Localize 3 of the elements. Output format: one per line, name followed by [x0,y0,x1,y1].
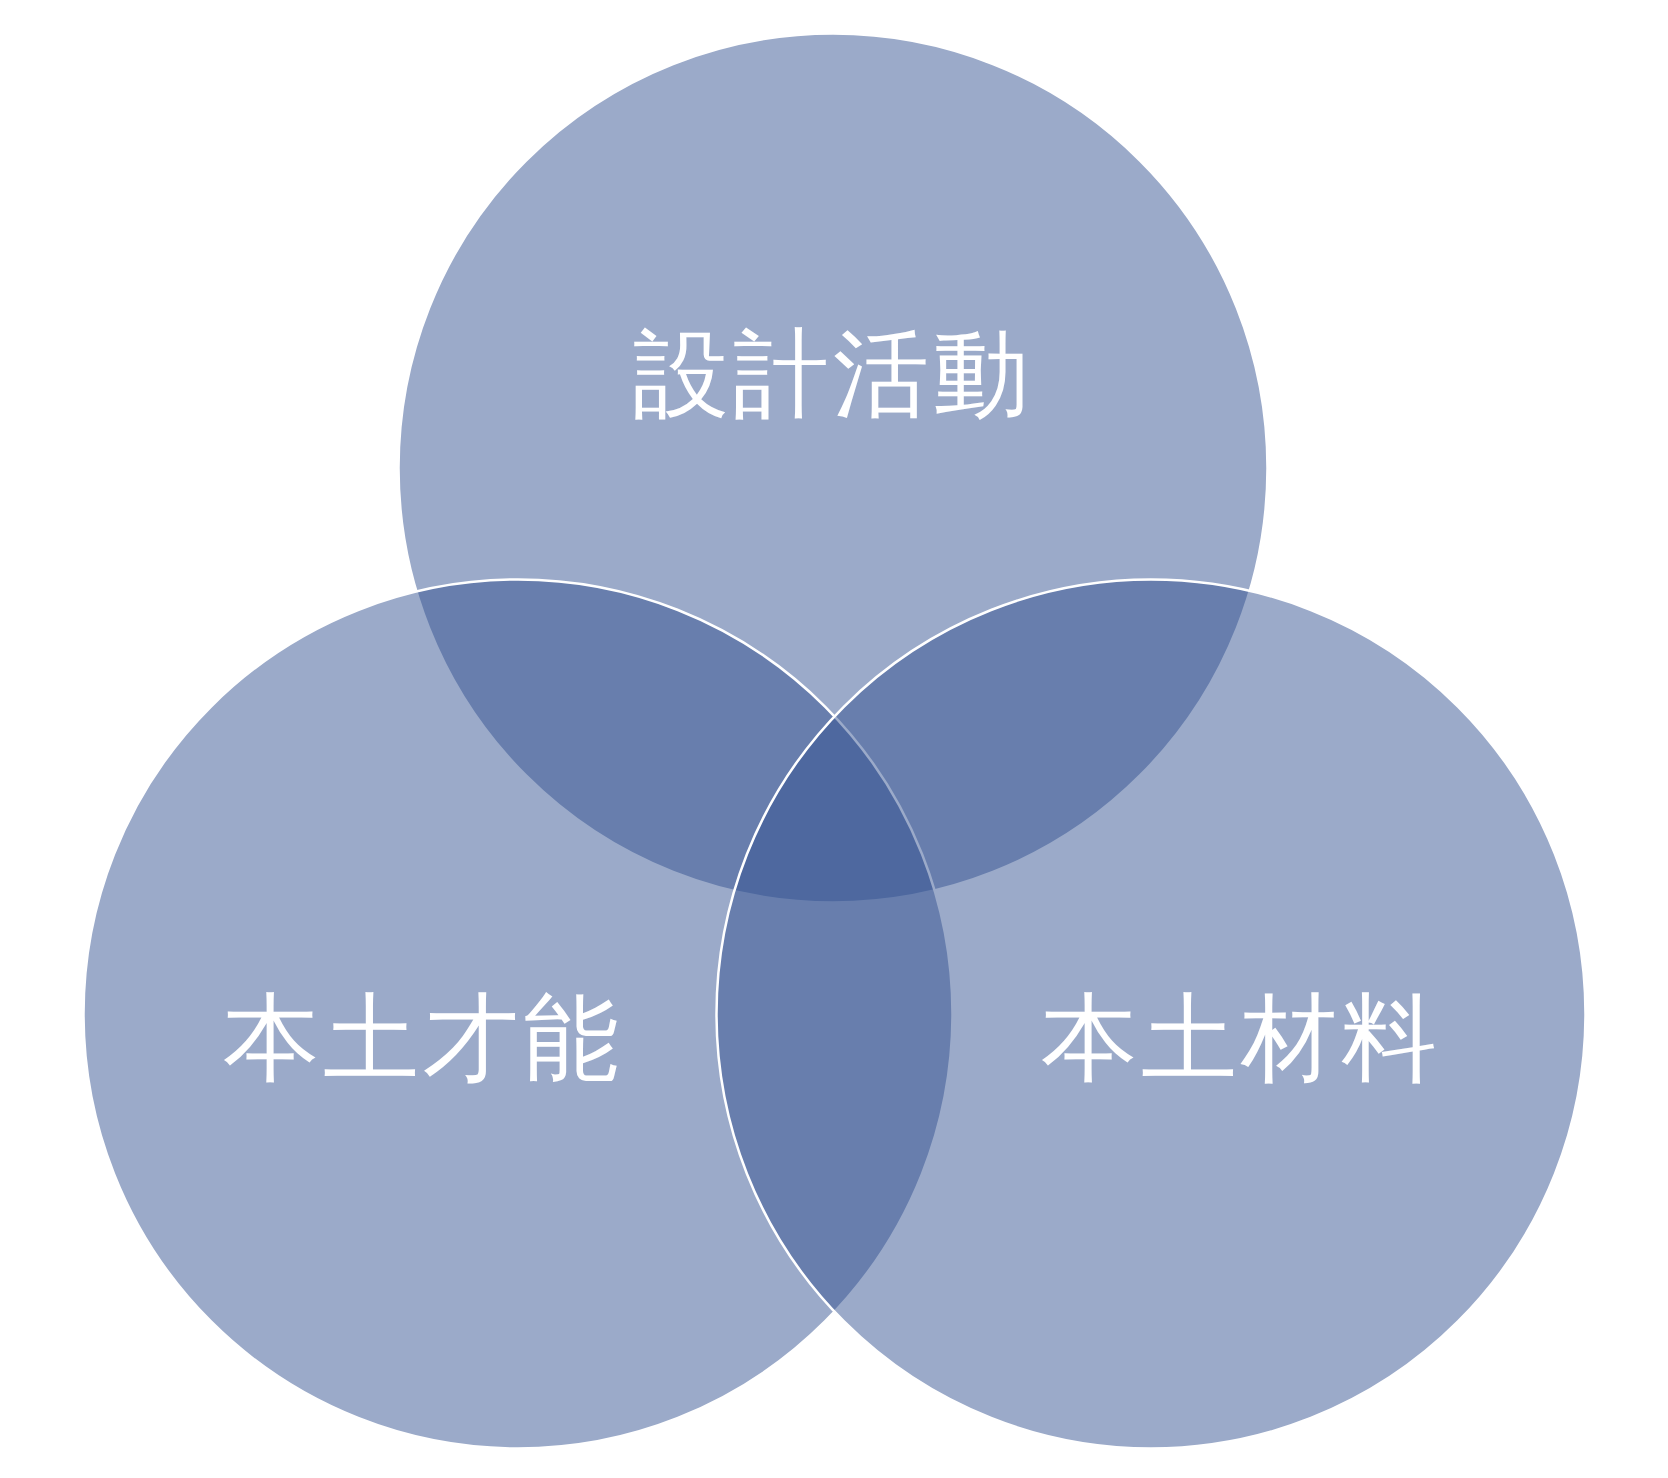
circle-label: 本土才能 [223,986,623,1092]
circle-label: 設計活動 [633,322,1033,428]
circle-label: 本土材料 [1041,986,1441,1092]
